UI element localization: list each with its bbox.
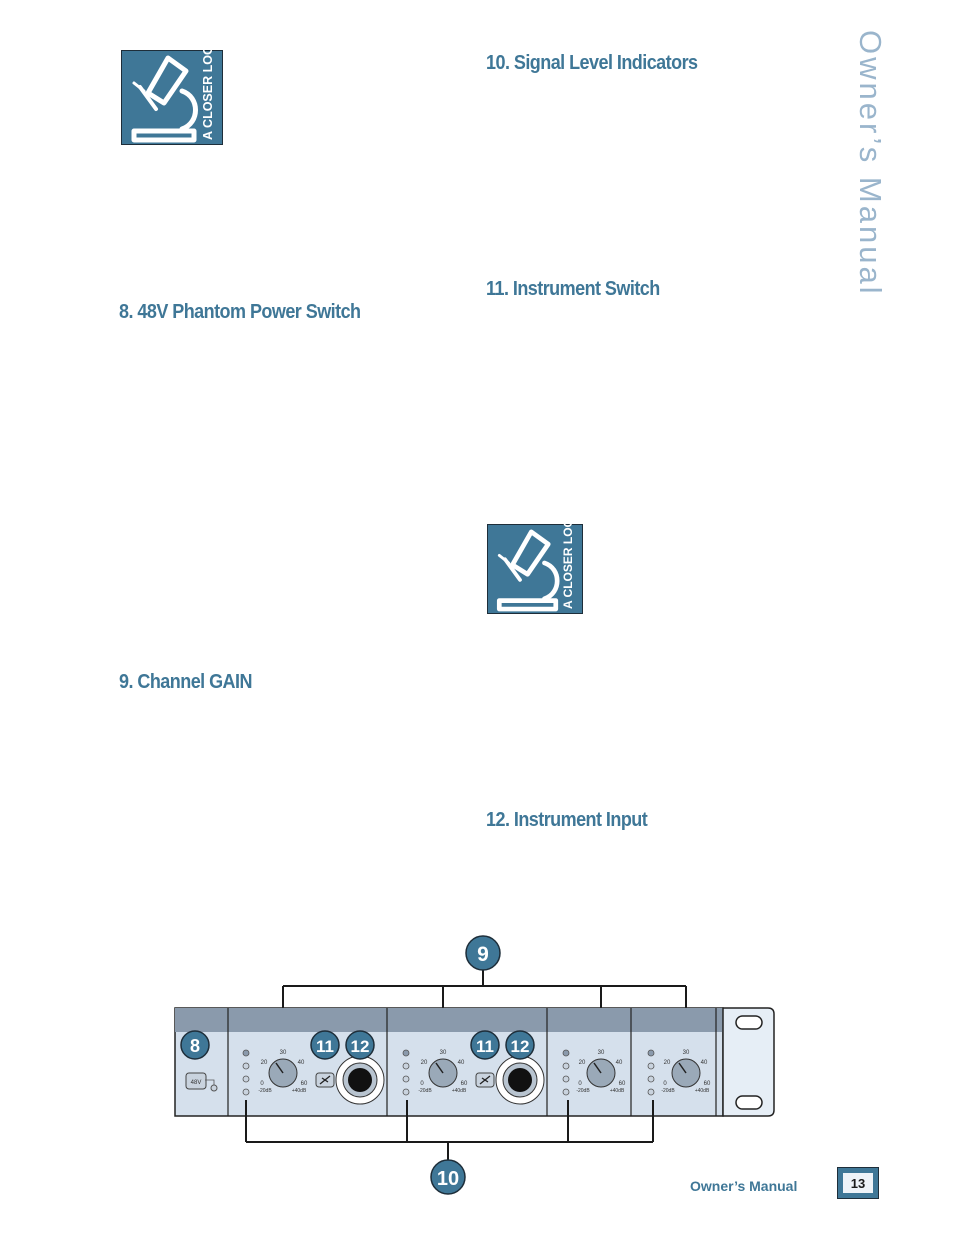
svg-text:8: 8 [190, 1036, 200, 1056]
svg-text:-20dB: -20dB [576, 1088, 590, 1094]
svg-text:30: 30 [280, 1050, 287, 1056]
svg-text:30: 30 [440, 1050, 447, 1056]
svg-text:60: 60 [619, 1081, 626, 1087]
svg-text:+40dB: +40dB [452, 1088, 467, 1094]
svg-text:10: 10 [437, 1168, 459, 1190]
instrument-switch[interactable] [315, 1072, 335, 1088]
microscope-icon [131, 55, 198, 143]
phantom-power-button[interactable] [185, 1072, 207, 1090]
svg-text:12: 12 [351, 1037, 370, 1056]
svg-text:-20dB: -20dB [661, 1088, 675, 1094]
svg-text:40: 40 [701, 1060, 708, 1066]
svg-text:40: 40 [298, 1060, 305, 1066]
heading-phantom-power: 8. 48V Phantom Power Switch [119, 301, 361, 323]
callout-12: 12 [505, 1030, 535, 1060]
svg-text:30: 30 [598, 1050, 605, 1056]
svg-text:-20dB: -20dB [418, 1088, 432, 1094]
svg-text:-20dB: -20dB [258, 1088, 272, 1094]
callout-8: 8 [180, 1030, 210, 1060]
svg-text:+40dB: +40dB [610, 1088, 625, 1094]
gain-knob[interactable]: 30 20 40 0 60 -20dB +40dB [661, 1050, 711, 1094]
svg-text:20: 20 [421, 1060, 428, 1066]
svg-text:60: 60 [461, 1081, 468, 1087]
page-number: 13 [843, 1173, 873, 1193]
svg-text:60: 60 [704, 1081, 711, 1087]
signal-bracket [245, 1100, 654, 1160]
gain-knob[interactable]: 30 20 40 0 60 -20dB +40dB [418, 1050, 468, 1094]
callout-12: 12 [345, 1030, 375, 1060]
svg-text:40: 40 [616, 1060, 623, 1066]
panel-top-strip [175, 1008, 723, 1032]
microscope-icon [496, 529, 560, 612]
callout-11: 11 [310, 1030, 340, 1060]
svg-text:+40dB: +40dB [695, 1088, 710, 1094]
svg-text:11: 11 [476, 1037, 494, 1056]
svg-text:20: 20 [261, 1060, 268, 1066]
instrument-input-jack[interactable] [335, 1055, 385, 1105]
signal-level-leds [242, 1049, 655, 1096]
heading-instrument-input: 12. Instrument Input [486, 809, 648, 831]
heading-signal-level-indicators: 10. Signal Level Indicators [486, 52, 698, 74]
callout-9: 9 [465, 935, 501, 971]
svg-text:30: 30 [683, 1050, 690, 1056]
svg-text:0: 0 [420, 1081, 424, 1087]
svg-text:0: 0 [578, 1081, 582, 1087]
svg-text:20: 20 [664, 1060, 671, 1066]
gain-knob[interactable]: 30 20 40 0 60 -20dB +40dB [258, 1050, 308, 1094]
svg-text:20: 20 [579, 1060, 586, 1066]
callout-10: 10 [430, 1159, 466, 1195]
closer-look-badge: A CLOSER LOOK [121, 36, 223, 145]
svg-text:11: 11 [316, 1037, 334, 1056]
instrument-input-jack[interactable] [495, 1055, 545, 1105]
gain-knob[interactable]: 30 20 40 0 60 -20dB +40dB [576, 1050, 626, 1094]
svg-text:0: 0 [260, 1081, 264, 1087]
heading-channel-gain: 9. Channel GAIN [119, 671, 252, 693]
phantom-power-led [210, 1084, 218, 1092]
footer-label: Owner’s Manual [690, 1178, 798, 1194]
svg-text:0: 0 [663, 1081, 667, 1087]
svg-text:+40dB: +40dB [292, 1088, 307, 1094]
closer-look-badge: A CLOSER LOOK [487, 509, 583, 614]
phantom-power-label: 48V [191, 1080, 202, 1086]
instrument-switch[interactable] [475, 1072, 495, 1088]
svg-text:12: 12 [511, 1037, 530, 1056]
rack-ear [722, 1007, 775, 1117]
callout-11: 11 [470, 1030, 500, 1060]
rack-slot-top [735, 1015, 763, 1030]
page-number-box: 13 [837, 1167, 879, 1199]
svg-text:60: 60 [301, 1081, 308, 1087]
heading-instrument-switch: 11. Instrument Switch [486, 278, 660, 300]
svg-text:9: 9 [477, 943, 489, 966]
svg-text:40: 40 [458, 1060, 465, 1066]
rack-slot-bottom [735, 1095, 763, 1110]
